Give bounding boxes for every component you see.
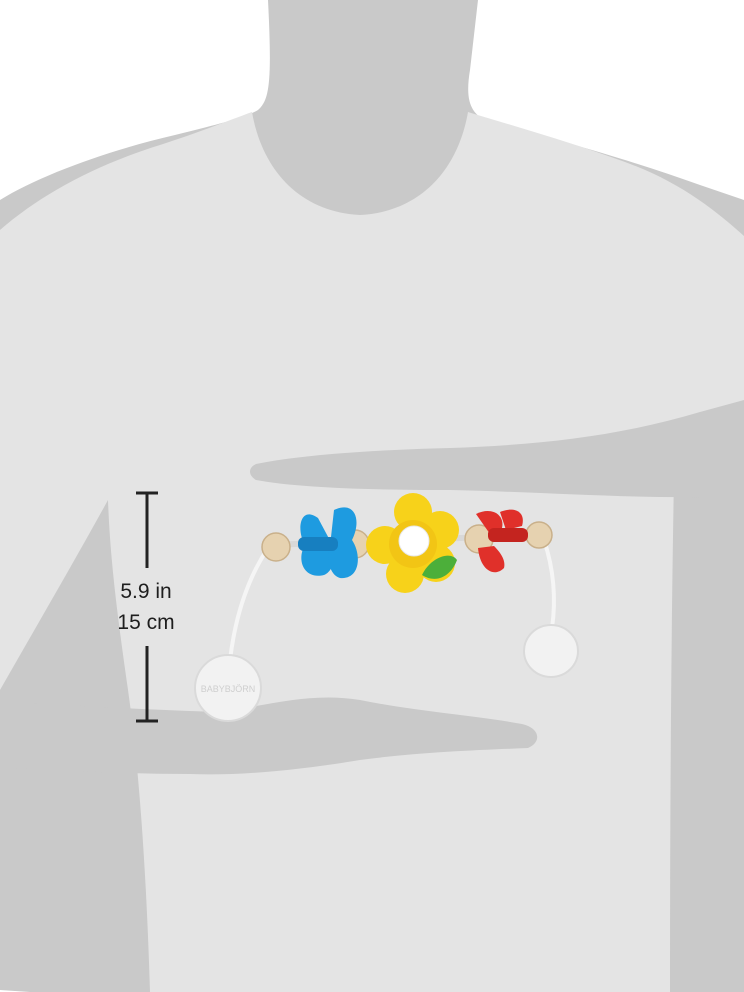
green-leaf [422, 555, 457, 579]
flower-center-ball [398, 525, 430, 557]
height-dimension-line [136, 491, 158, 723]
left-clip-logo: BABYBJÖRN [201, 684, 256, 694]
height-cm-label: 15 cm [117, 611, 175, 634]
left-clip [194, 654, 262, 722]
blue-butterfly-toy [298, 507, 358, 579]
height-inches-label: 5.9 in [120, 580, 172, 603]
right-wire-arm [542, 539, 556, 629]
bead-left [261, 532, 291, 562]
bead-right [525, 521, 553, 549]
upper-arm-silhouette [250, 400, 744, 498]
toy-bar: BABYBJÖRN [194, 493, 579, 722]
red-butterfly-toy [476, 509, 528, 573]
lower-arm-silhouette [0, 697, 538, 775]
yellow-flower-toy [366, 493, 459, 593]
left-wire-arm [228, 546, 270, 661]
right-clip [523, 624, 579, 678]
